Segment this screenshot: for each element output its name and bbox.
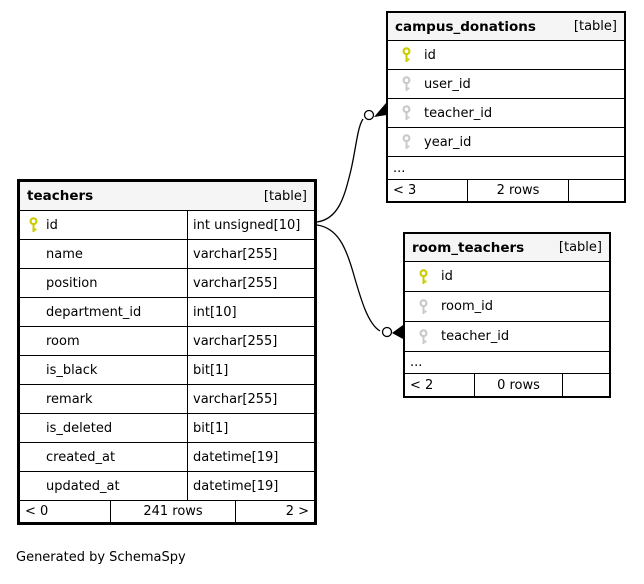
- foreign-key-icon: [388, 105, 424, 121]
- primary-key-icon: [20, 217, 46, 233]
- column-name: is_deleted: [46, 420, 113, 436]
- teachers-column-created-at: created_at datetime[19]: [20, 443, 314, 472]
- campus-donations-type-label: [table]: [573, 19, 617, 34]
- teachers-column-department-id: department_id int[10]: [20, 298, 314, 327]
- column-name: id: [441, 269, 453, 284]
- edge-teachers-room-teachers: [316, 224, 403, 339]
- foreign-key-icon: [405, 328, 441, 345]
- teachers-column-name: name varchar[255]: [20, 240, 314, 269]
- teachers-column-id: id int unsigned[10]: [20, 211, 314, 240]
- campus-donations-footer-rowcount: 2 rows: [467, 180, 568, 201]
- primary-key-icon: [388, 47, 424, 63]
- teachers-column-room: room varchar[255]: [20, 327, 314, 356]
- table-campus-donations: campus_donations [table] id user_id teac…: [386, 11, 626, 203]
- edge-endpoint-circle: [381, 326, 393, 338]
- column-type: datetime[19]: [187, 472, 314, 500]
- room-teachers-footer: < 2 0 rows: [405, 374, 609, 396]
- campus-donations-column-year-id: year_id: [388, 128, 624, 157]
- room-teachers-table-name[interactable]: room_teachers: [412, 239, 525, 256]
- generated-by-text: Generated by SchemaSpy: [16, 550, 186, 565]
- column-name: room_id: [441, 299, 493, 314]
- column-name: room: [46, 333, 80, 349]
- primary-key-icon: [405, 268, 441, 285]
- column-type: varchar[255]: [187, 269, 314, 297]
- teachers-footer-rowcount: 241 rows: [110, 501, 235, 522]
- teachers-column-is-black: is_black bit[1]: [20, 356, 314, 385]
- edge-arrowhead: [392, 325, 403, 339]
- foreign-key-icon: [388, 134, 424, 150]
- campus-donations-table-name[interactable]: campus_donations: [395, 18, 536, 35]
- table-room-teachers: room_teachers [table] id room_id teacher…: [403, 232, 611, 398]
- room-teachers-column-room-id: room_id: [405, 292, 609, 322]
- room-teachers-footer-parents: < 2: [410, 377, 434, 393]
- room-teachers-footer-rowcount: 0 rows: [474, 374, 562, 396]
- column-name: user_id: [424, 76, 471, 92]
- campus-donations-header: campus_donations [table]: [388, 13, 624, 41]
- column-type: int[10]: [187, 298, 314, 326]
- column-type: int unsigned[10]: [187, 211, 314, 239]
- room-teachers-type-label: [table]: [558, 240, 602, 255]
- campus-donations-footer: < 3 2 rows: [388, 180, 624, 201]
- column-name: created_at: [46, 449, 116, 465]
- column-name: id: [46, 217, 58, 233]
- room-teachers-column-id: id: [405, 262, 609, 292]
- table-teachers: teachers [table] id int unsigned[10] nam…: [17, 179, 317, 525]
- teachers-column-remark: remark varchar[255]: [20, 385, 314, 414]
- column-type: datetime[19]: [187, 443, 314, 471]
- column-name: remark: [46, 391, 93, 407]
- room-teachers-header: room_teachers [table]: [405, 234, 609, 262]
- teachers-table-name[interactable]: teachers: [27, 188, 94, 204]
- room-teachers-footer-children: [562, 374, 609, 396]
- teachers-column-updated-at: updated_at datetime[19]: [20, 472, 314, 501]
- campus-donations-footer-children: [568, 180, 624, 201]
- column-type: bit[1]: [187, 356, 314, 384]
- edge-endpoint-circle: [363, 109, 375, 121]
- edge-teachers-campus-donations: [316, 103, 387, 223]
- column-name: updated_at: [46, 478, 120, 494]
- room-teachers-hidden-columns: ...: [405, 352, 609, 374]
- teachers-column-is-deleted: is_deleted bit[1]: [20, 414, 314, 443]
- column-name: name: [46, 246, 83, 262]
- teachers-footer: < 0 241 rows 2 >: [20, 501, 314, 522]
- teachers-column-position: position varchar[255]: [20, 269, 314, 298]
- campus-donations-column-user-id: user_id: [388, 70, 624, 99]
- campus-donations-footer-parents: < 3: [393, 183, 417, 198]
- teachers-type-label: [table]: [263, 188, 307, 204]
- column-type: varchar[255]: [187, 327, 314, 355]
- campus-donations-hidden-columns: ...: [388, 157, 624, 180]
- column-type: varchar[255]: [187, 385, 314, 413]
- campus-donations-column-id: id: [388, 41, 624, 70]
- foreign-key-icon: [388, 76, 424, 92]
- teachers-footer-parents: < 0: [25, 504, 49, 519]
- column-name: teacher_id: [441, 329, 510, 344]
- teachers-footer-children: 2 >: [235, 501, 314, 522]
- column-name: is_black: [46, 362, 98, 378]
- column-name: year_id: [424, 134, 472, 150]
- column-type: varchar[255]: [187, 240, 314, 268]
- column-name: position: [46, 275, 98, 291]
- room-teachers-column-teacher-id: teacher_id: [405, 322, 609, 352]
- column-name: department_id: [46, 304, 142, 320]
- foreign-key-icon: [405, 298, 441, 315]
- column-type: bit[1]: [187, 414, 314, 442]
- campus-donations-column-teacher-id: teacher_id: [388, 99, 624, 128]
- column-name: id: [424, 47, 436, 63]
- teachers-header: teachers [table]: [20, 182, 314, 211]
- column-name: teacher_id: [424, 105, 493, 121]
